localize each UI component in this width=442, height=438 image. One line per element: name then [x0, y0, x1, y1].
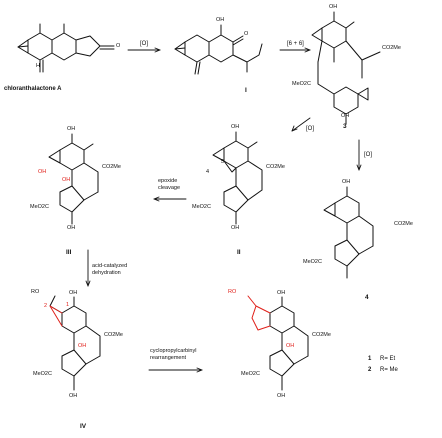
- atom-co2me-3: CO2Me: [382, 45, 401, 51]
- label-arrow-6-plus-6: [6 + 6]: [287, 41, 304, 47]
- atom-meo2c-ii: MeO2C: [192, 204, 211, 210]
- atom-co2me-ii: CO2Me: [266, 164, 285, 170]
- atom-co2me-iii: CO2Me: [102, 164, 121, 170]
- atom-o-chlor: O: [116, 43, 121, 49]
- atom-num2-iv: 2: [44, 303, 48, 309]
- atom-ro-product: RO: [228, 289, 237, 295]
- structure-iii: [48, 133, 99, 225]
- atom-meo2c-4: MeO2C: [303, 259, 322, 265]
- label-acid-catalyzed: acid-catalyzed: [92, 263, 128, 269]
- label-arrow-o-1: [O]: [140, 41, 149, 47]
- structure-chloranthalactone-a: [17, 23, 115, 73]
- atom-oh-iv-top: OH: [69, 290, 78, 296]
- atom-oh-iii-bottom: OH: [67, 225, 76, 231]
- atom-oh-iii-red: OH: [62, 177, 71, 183]
- label-compound-3: 3: [343, 123, 347, 130]
- legend-text-1: R= Et: [380, 356, 396, 362]
- atom-meo2c-iii: MeO2C: [30, 204, 49, 210]
- label-compound-i: I: [245, 87, 247, 94]
- atom-oh-iii-top: OH: [67, 126, 76, 132]
- atom-oh-iv-red: OH: [78, 343, 87, 349]
- legend-num-1: 1: [368, 356, 372, 362]
- label-compound-iii: III: [66, 249, 72, 256]
- atom-co2me-product: CO2Me: [312, 332, 331, 338]
- legend-text-2: R= Me: [380, 367, 398, 373]
- label-cyclopropylcarbinyl: cyclopropylcarbinyl: [150, 348, 197, 354]
- atom-oh-product-top: OH: [277, 290, 286, 296]
- label-epoxide-cleavage-1: epoxide: [158, 178, 178, 184]
- atom-oh-product-red: OH: [286, 343, 295, 349]
- structure-4: [323, 186, 374, 279]
- atom-h-chlor: H: [36, 63, 40, 69]
- atom-o-i: O: [244, 31, 249, 37]
- atom-oh-3-bottom: OH: [341, 113, 350, 119]
- label-arrow-o-3: [O]: [364, 152, 373, 158]
- atom-co2me-iv: CO2Me: [104, 332, 123, 338]
- atom-oh-product-bottom: OH: [277, 393, 286, 399]
- atom-meo2c-product: MeO2C: [241, 371, 260, 377]
- atom-ho-iii: OH: [38, 169, 47, 175]
- atom-oh-3-top: OH: [329, 4, 338, 10]
- atom-num5-ii: 5: [221, 159, 225, 165]
- atom-num4-ii: 4: [206, 169, 210, 175]
- structure-i: [174, 24, 263, 75]
- atom-meo2c-3: MeO2C: [292, 81, 311, 87]
- structure-ii: [212, 131, 263, 225]
- arrow-oxidation-2: [291, 117, 311, 132]
- label-compound-4: 4: [365, 294, 369, 301]
- structure-product-red-bonds: [247, 295, 271, 331]
- label-rearrangement: rearrangement: [150, 355, 187, 361]
- atom-oh-ii-top: OH: [231, 124, 240, 130]
- structure-iv-red-bonds: [49, 305, 63, 327]
- atom-num1-iv: 1: [66, 302, 70, 308]
- atom-co2me-4: CO2Me: [394, 221, 413, 227]
- atom-oh-4-top: OH: [342, 179, 351, 185]
- label-arrow-o-2: [O]: [306, 126, 315, 132]
- label-dehydration: dehydration: [92, 270, 121, 276]
- atom-ro-iv: RO: [31, 289, 40, 295]
- atom-meo2c-iv: MeO2C: [33, 371, 52, 377]
- label-chloranthalactone-a: chloranthalactone A: [4, 86, 62, 92]
- label-compound-ii: II: [237, 249, 241, 256]
- label-compound-iv: IV: [80, 423, 87, 430]
- atom-oh-iv-bottom: OH: [69, 393, 78, 399]
- atom-oh-ii-bottom: OH: [231, 225, 240, 231]
- atom-oh-i: OH: [216, 17, 225, 23]
- structure-3: [311, 11, 381, 125]
- label-epoxide-cleavage-2: cleavage: [158, 185, 181, 191]
- legend-num-2: 2: [368, 367, 372, 373]
- reaction-arrows: [85, 47, 362, 373]
